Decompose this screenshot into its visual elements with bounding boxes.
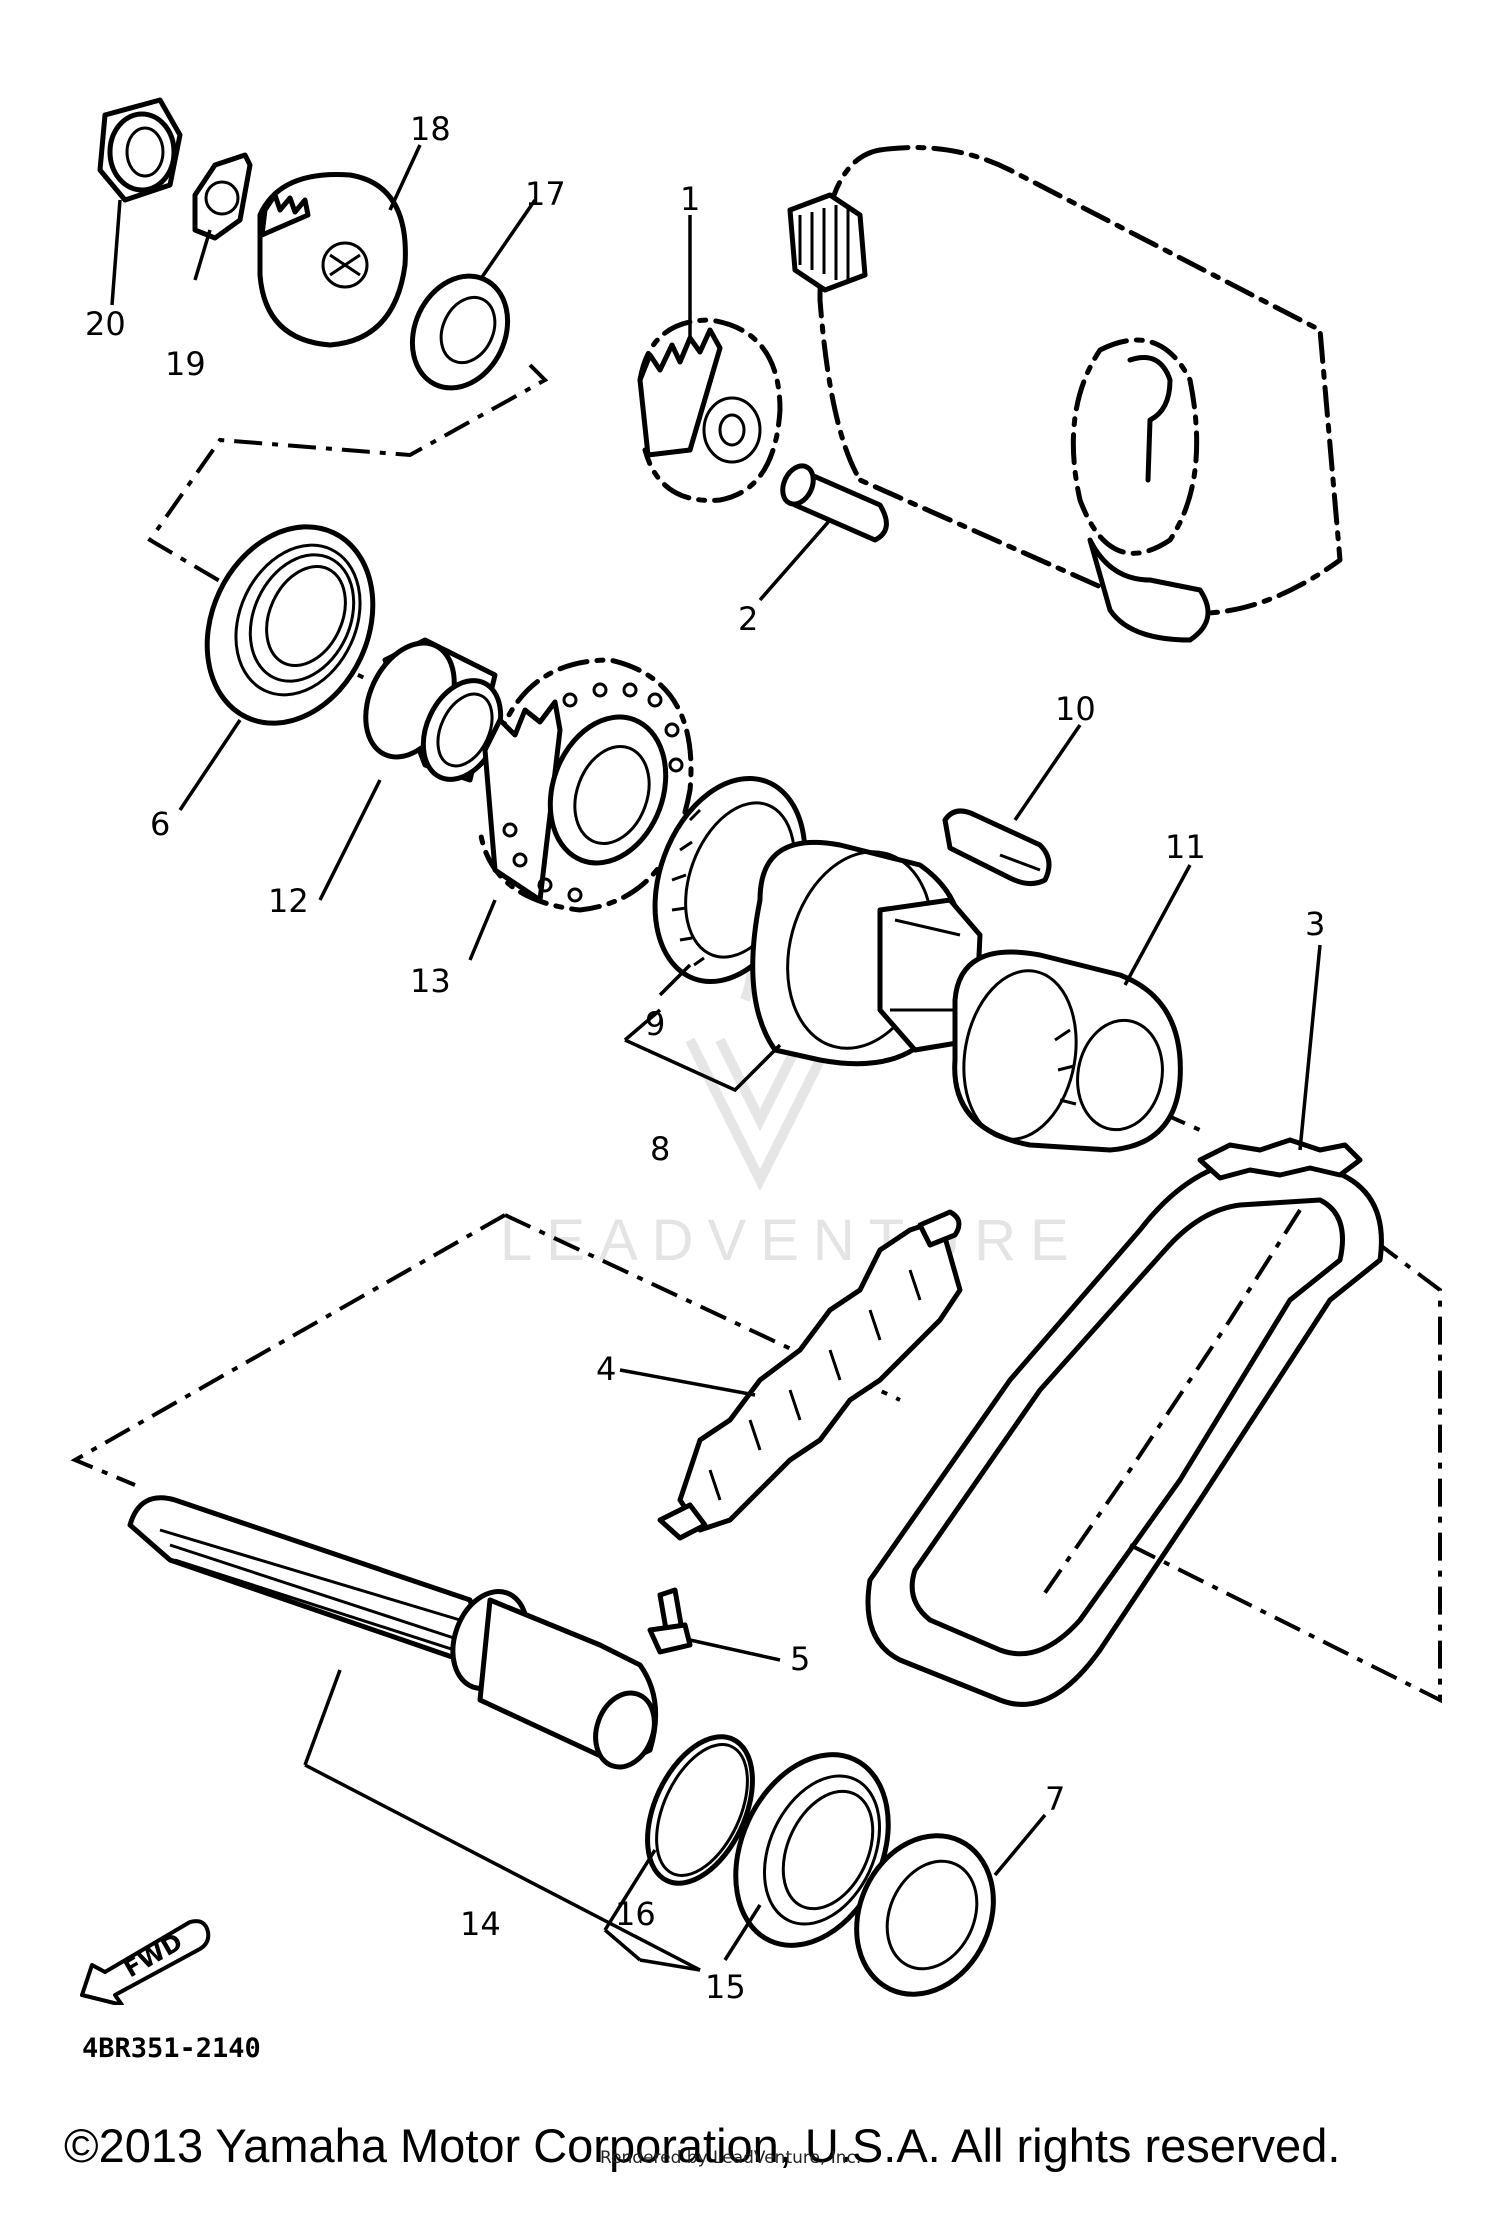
idler-gear-part-1 [637, 317, 783, 503]
callout-14: 14 [460, 1905, 501, 1943]
copyright-notice: ©2013 Yamaha Motor Corporation, U.S.A. A… [64, 2119, 1341, 2172]
callout-8: 8 [650, 1130, 670, 1168]
callout-3: 3 [1305, 905, 1325, 943]
callout-15: 15 [705, 1968, 746, 2006]
callout-6: 6 [150, 805, 170, 843]
callout-1: 1 [680, 180, 700, 218]
guide-line-lower [70, 1213, 506, 1487]
callout-18: 18 [410, 110, 451, 148]
lock-washer-part [192, 152, 253, 241]
fwd-arrow-icon: FWD [80, 1919, 211, 2005]
diagram-code: 4BR351-2140 [82, 2033, 261, 2064]
rendered-by-credit: Rendered by LeadVenture, Inc. [600, 2148, 862, 2168]
chain-part-3 [865, 1137, 1384, 1707]
callout-11: 11 [1165, 828, 1206, 866]
nut-part [97, 97, 183, 203]
callout-20: 20 [85, 305, 126, 343]
gear-part-18 [257, 172, 408, 348]
callout-7: 7 [1045, 1780, 1065, 1818]
callout-19: 19 [165, 345, 206, 383]
gear-part-11 [952, 949, 1183, 1153]
starter-motor [787, 145, 1343, 643]
callout-5: 5 [790, 1640, 810, 1678]
sprocket-part-13 [477, 657, 694, 913]
bolt-part-5 [647, 1587, 693, 1655]
callout-12: 12 [268, 882, 309, 920]
watermark-text: LEADVENTURE [500, 1208, 1083, 1273]
seal-part-7 [854, 1833, 996, 1997]
chain-guide-part-4 [657, 1209, 963, 1541]
key-part-10 [942, 808, 1052, 886]
callout-labels: 1 2 3 4 5 6 7 8 9 10 11 12 13 14 15 16 1… [85, 110, 1325, 2006]
o-ring-part-16 [645, 1734, 755, 1886]
drive-shaft-part-14 [127, 1495, 659, 1770]
callout-13: 13 [410, 962, 451, 1000]
seal-part-17 [409, 273, 511, 391]
callout-17: 17 [525, 175, 566, 213]
guide-line-top [147, 363, 549, 592]
leader-lines [110, 144, 1322, 1972]
starter-clutch-part-8 [750, 839, 983, 1067]
shaft-part-2 [780, 463, 889, 543]
bearing-part-15 [733, 1752, 891, 1948]
bearing-part-6 [204, 524, 376, 726]
callout-10: 10 [1055, 690, 1096, 728]
callout-2: 2 [738, 600, 758, 638]
callout-9: 9 [645, 1005, 665, 1043]
guide-line-chain-lower [1129, 1243, 1442, 1704]
callout-4: 4 [596, 1350, 616, 1388]
callout-16: 16 [615, 1895, 656, 1933]
collar-part-12 [363, 637, 504, 783]
